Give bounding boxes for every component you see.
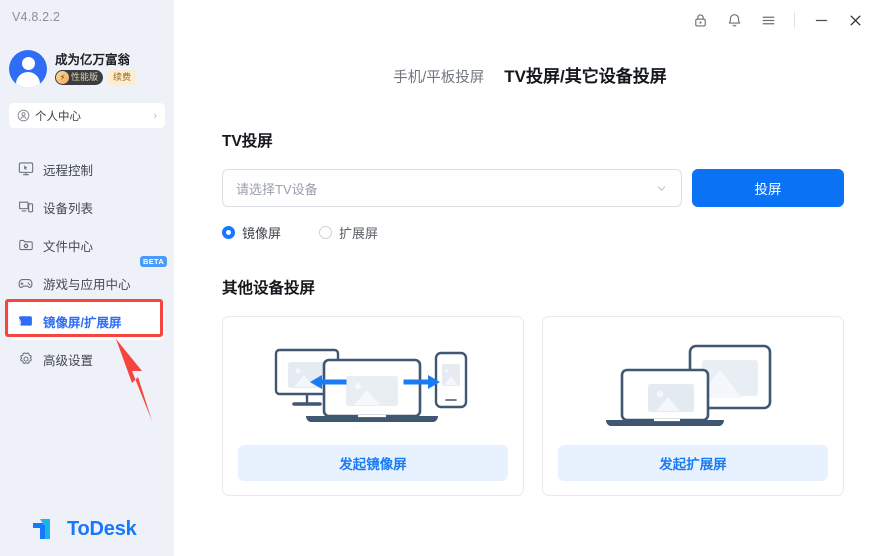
radio-mirror-screen[interactable]: 镜像屏 xyxy=(222,223,281,242)
radio-mirror-dot xyxy=(222,226,235,239)
todesk-mark-icon xyxy=(33,519,50,539)
radio-extend-label: 扩展屏 xyxy=(339,226,379,241)
main-panel: 手机/平板投屏 TV投屏/其它设备投屏 TV投屏 请选择TV设备 投屏 镜像屏 xyxy=(174,0,886,556)
chevron-down-icon xyxy=(657,186,666,191)
sidebar: V4.8.2.2 成为亿万富翁 ⚡ 性能版 续费 xyxy=(0,0,174,556)
sidebar-item-label: 高级设置 xyxy=(43,353,94,368)
devices-icon xyxy=(17,199,34,216)
renew-badge[interactable]: 续费 xyxy=(108,70,137,85)
tab-phone-tablet-cast[interactable]: 手机/平板投屏 xyxy=(393,70,485,86)
avatar-body xyxy=(16,72,40,88)
bell-icon[interactable] xyxy=(717,4,751,36)
avatar[interactable] xyxy=(9,50,47,88)
remote-desktop-icon xyxy=(17,161,34,178)
user-circle-icon xyxy=(17,109,30,122)
tab-tv-other-cast[interactable]: TV投屏/其它设备投屏 xyxy=(504,67,667,86)
radio-extend-dot xyxy=(319,226,333,239)
sidebar-item-label: 远程控制 xyxy=(43,163,94,178)
avatar-head xyxy=(21,57,35,70)
tv-section-title: TV投屏 xyxy=(222,133,273,150)
tv-device-select[interactable]: 请选择TV设备 xyxy=(222,169,682,207)
screen-mode-radios: 镜像屏 扩展屏 xyxy=(222,223,886,242)
chevron-right-icon: › xyxy=(153,109,157,122)
cards-row: 发起镜像屏 xyxy=(222,316,886,496)
other-section-title: 其他设备投屏 xyxy=(222,280,316,297)
bolt-icon: ⚡ xyxy=(56,71,69,84)
tv-controls-row: 请选择TV设备 投屏 xyxy=(222,169,886,207)
beta-badge: BETA xyxy=(140,256,168,267)
start-mirror-button[interactable]: 发起镜像屏 xyxy=(238,445,508,481)
cast-screen-icon xyxy=(17,313,34,330)
radio-mirror-label: 镜像屏 xyxy=(242,226,282,241)
version-label: V4.8.2.2 xyxy=(12,10,61,24)
personal-center-button[interactable]: 个人中心 › xyxy=(9,103,165,128)
cast-button[interactable]: 投屏 xyxy=(692,169,844,207)
sidebar-item-mirror-extend-screen[interactable]: 镜像屏/扩展屏 xyxy=(9,302,165,340)
sidebar-item-advanced-settings[interactable]: 高级设置 xyxy=(9,340,165,378)
titlebar-divider xyxy=(794,12,795,28)
sidebar-item-game-app-center[interactable]: 游戏与应用中心 xyxy=(9,264,165,302)
brand-name: ToDesk xyxy=(67,517,137,540)
username: 成为亿万富翁 xyxy=(55,53,131,67)
lock-icon[interactable] xyxy=(683,4,717,36)
extend-devices-illustration xyxy=(559,331,827,445)
folder-gear-icon xyxy=(17,237,34,254)
page-tabs: 手机/平板投屏 TV投屏/其它设备投屏 xyxy=(174,62,886,87)
radio-extend-screen[interactable]: 扩展屏 xyxy=(319,223,378,242)
mirror-card[interactable]: 发起镜像屏 xyxy=(222,316,524,496)
sidebar-nav: 远程控制 设备列表 xyxy=(0,150,174,378)
gamepad-icon xyxy=(17,275,34,292)
performance-badge-label: 性能版 xyxy=(71,72,99,82)
gear-icon xyxy=(17,351,34,368)
content-area: TV投屏 请选择TV设备 投屏 镜像屏 扩展屏 xyxy=(174,129,886,496)
sidebar-item-label: 游戏与应用中心 xyxy=(43,277,131,292)
sidebar-item-device-list[interactable]: 设备列表 xyxy=(9,188,165,226)
titlebar xyxy=(174,0,886,40)
tv-device-select-placeholder: 请选择TV设备 xyxy=(236,181,318,197)
performance-badge[interactable]: ⚡ 性能版 xyxy=(55,70,104,85)
start-extend-button[interactable]: 发起扩展屏 xyxy=(558,445,828,481)
minimize-button[interactable] xyxy=(804,4,838,36)
sidebar-item-label: 文件中心 xyxy=(43,239,94,254)
profile-badges: ⚡ 性能版 续费 xyxy=(55,70,137,85)
sidebar-item-file-center[interactable]: 文件中心 xyxy=(9,226,165,264)
other-devices-section: 其他设备投屏 xyxy=(222,276,886,496)
personal-center-label: 个人中心 xyxy=(35,110,81,123)
sidebar-item-label: 镜像屏/扩展屏 xyxy=(43,315,122,330)
sidebar-item-remote-control[interactable]: 远程控制 xyxy=(9,150,165,188)
close-button[interactable] xyxy=(838,4,872,36)
sidebar-item-label: 设备列表 xyxy=(43,201,94,216)
mirror-devices-illustration xyxy=(239,331,507,445)
extend-card[interactable]: 发起扩展屏 xyxy=(542,316,844,496)
profile-section[interactable]: 成为亿万富翁 ⚡ 性能版 续费 xyxy=(0,50,174,88)
brand-logo: ToDesk xyxy=(30,516,137,542)
menu-icon[interactable] xyxy=(751,4,785,36)
